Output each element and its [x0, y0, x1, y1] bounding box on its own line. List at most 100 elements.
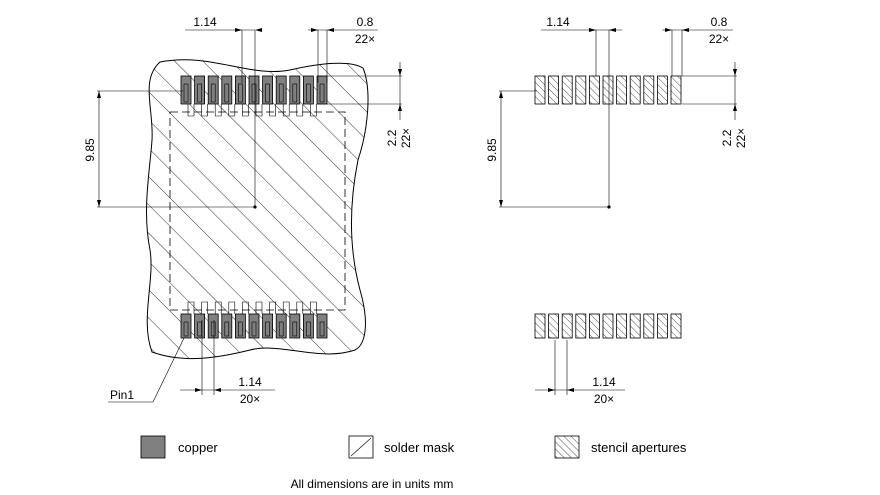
copper-pad-inner — [251, 83, 257, 103]
stencil-aperture — [629, 313, 641, 339]
stencil-aperture — [548, 313, 559, 339]
copper-pad — [248, 75, 260, 105]
copper-pad — [207, 313, 219, 339]
copper-pad-inner — [265, 321, 270, 337]
legend: copper solder mask stencil apertures — [140, 435, 687, 459]
stencil-aperture — [629, 75, 641, 105]
top-stencil-apertures — [534, 75, 682, 105]
left-bottom-count-label: 20× — [240, 392, 260, 406]
stencil-aperture — [670, 75, 682, 105]
copper-pad-inner — [238, 321, 243, 337]
bottom-copper-pads — [180, 301, 328, 339]
copper-pad — [316, 313, 328, 339]
top-copper-pads — [180, 75, 328, 117]
stencil-aperture — [643, 313, 655, 339]
left-footprint: 9.85 1.14 0.8 22× 2.2 22× 1.14 20× Pin1 — [83, 15, 413, 406]
mask-notch — [282, 104, 290, 117]
mask-notch — [214, 104, 222, 117]
left-bottom-pitch-label: 1.14 — [238, 375, 262, 389]
mask-notch — [310, 104, 317, 117]
mask-notch — [187, 104, 195, 117]
right-top-count-label: 22× — [709, 32, 729, 46]
copper-pad-inner — [183, 321, 189, 337]
stencil-aperture — [602, 313, 614, 339]
copper-pad — [194, 313, 206, 339]
package-outline — [169, 111, 346, 311]
right-stencil: 9.85 1.14 0.8 22× 2.2 22× 1.14 20× — [485, 15, 748, 406]
copper-pad-inner — [210, 83, 216, 103]
mask-notch — [310, 301, 317, 314]
copper-pad — [275, 75, 287, 105]
copper-pad — [194, 75, 206, 105]
copper-pad — [180, 313, 192, 339]
copper-pad — [234, 75, 246, 105]
copper-pad — [289, 75, 301, 105]
copper-pad-inner — [210, 321, 216, 337]
copper-pad — [221, 75, 233, 105]
copper-pad-inner — [197, 321, 202, 337]
copper-pad-inner — [292, 321, 298, 337]
right-bottom-pitch-label: 1.14 — [592, 375, 616, 389]
mask-notch — [255, 104, 263, 117]
copper-pad-inner — [306, 83, 311, 103]
copper-pad — [221, 313, 233, 339]
copper-pad — [234, 313, 246, 339]
mask-notch — [296, 104, 304, 117]
copper-pad-inner — [183, 83, 189, 103]
copper-pad-inner — [197, 83, 202, 103]
copper-pad-inner — [278, 83, 284, 103]
stencil-aperture — [657, 75, 668, 105]
copper-pad-inner — [224, 83, 230, 103]
stencil-aperture — [548, 75, 559, 105]
mask-notch — [214, 301, 222, 314]
copper-pad — [262, 313, 274, 339]
copper-pad-inner — [319, 321, 325, 337]
stencil-aperture — [657, 313, 668, 339]
legend-label-copper: copper — [178, 440, 218, 455]
stencil-aperture — [575, 313, 587, 339]
mask-notch — [201, 104, 208, 117]
mask-notch — [269, 104, 276, 117]
stencil-aperture — [602, 75, 614, 105]
legend-swatch-stencil — [554, 435, 580, 459]
mask-notch — [255, 301, 263, 314]
mask-notch — [282, 301, 290, 314]
mask-notch — [296, 301, 304, 314]
copper-pad-inner — [224, 321, 230, 337]
copper-pad-inner — [292, 83, 298, 103]
copper-pad — [207, 75, 219, 105]
mask-notch — [187, 301, 195, 314]
copper-pad-inner — [319, 83, 325, 103]
stencil-aperture — [561, 75, 573, 105]
legend-label-mask: solder mask — [384, 440, 455, 455]
copper-pad — [302, 75, 314, 105]
left-height-label: 9.85 — [83, 138, 97, 162]
right-top-pitch-label: 1.14 — [546, 15, 570, 29]
left-top-width-label: 0.8 — [357, 15, 374, 29]
right-height-label: 9.85 — [485, 138, 499, 162]
mask-notch — [201, 301, 208, 314]
left-top-count-label: 22× — [355, 32, 375, 46]
stencil-aperture — [616, 75, 627, 105]
mask-notch — [228, 301, 236, 314]
copper-pad-inner — [265, 83, 270, 103]
mask-notch — [269, 301, 276, 314]
copper-pad — [262, 75, 274, 105]
stencil-aperture — [589, 313, 600, 339]
copper-pad-inner — [251, 321, 257, 337]
stencil-aperture — [643, 75, 655, 105]
left-pad-length-label: 2.2 — [385, 129, 399, 146]
stencil-aperture — [670, 313, 682, 339]
stencil-aperture — [534, 313, 546, 339]
copper-pad-inner — [238, 83, 243, 103]
copper-pad — [302, 313, 314, 339]
legend-swatch-copper — [140, 435, 166, 459]
copper-pad-inner — [278, 321, 284, 337]
units-note: All dimensions are in units mm — [291, 477, 454, 491]
solder-mask-outline — [146, 59, 369, 360]
copper-pad — [289, 313, 301, 339]
stencil-aperture — [616, 313, 627, 339]
copper-pad — [275, 313, 287, 339]
pin1-label: Pin1 — [110, 388, 134, 402]
